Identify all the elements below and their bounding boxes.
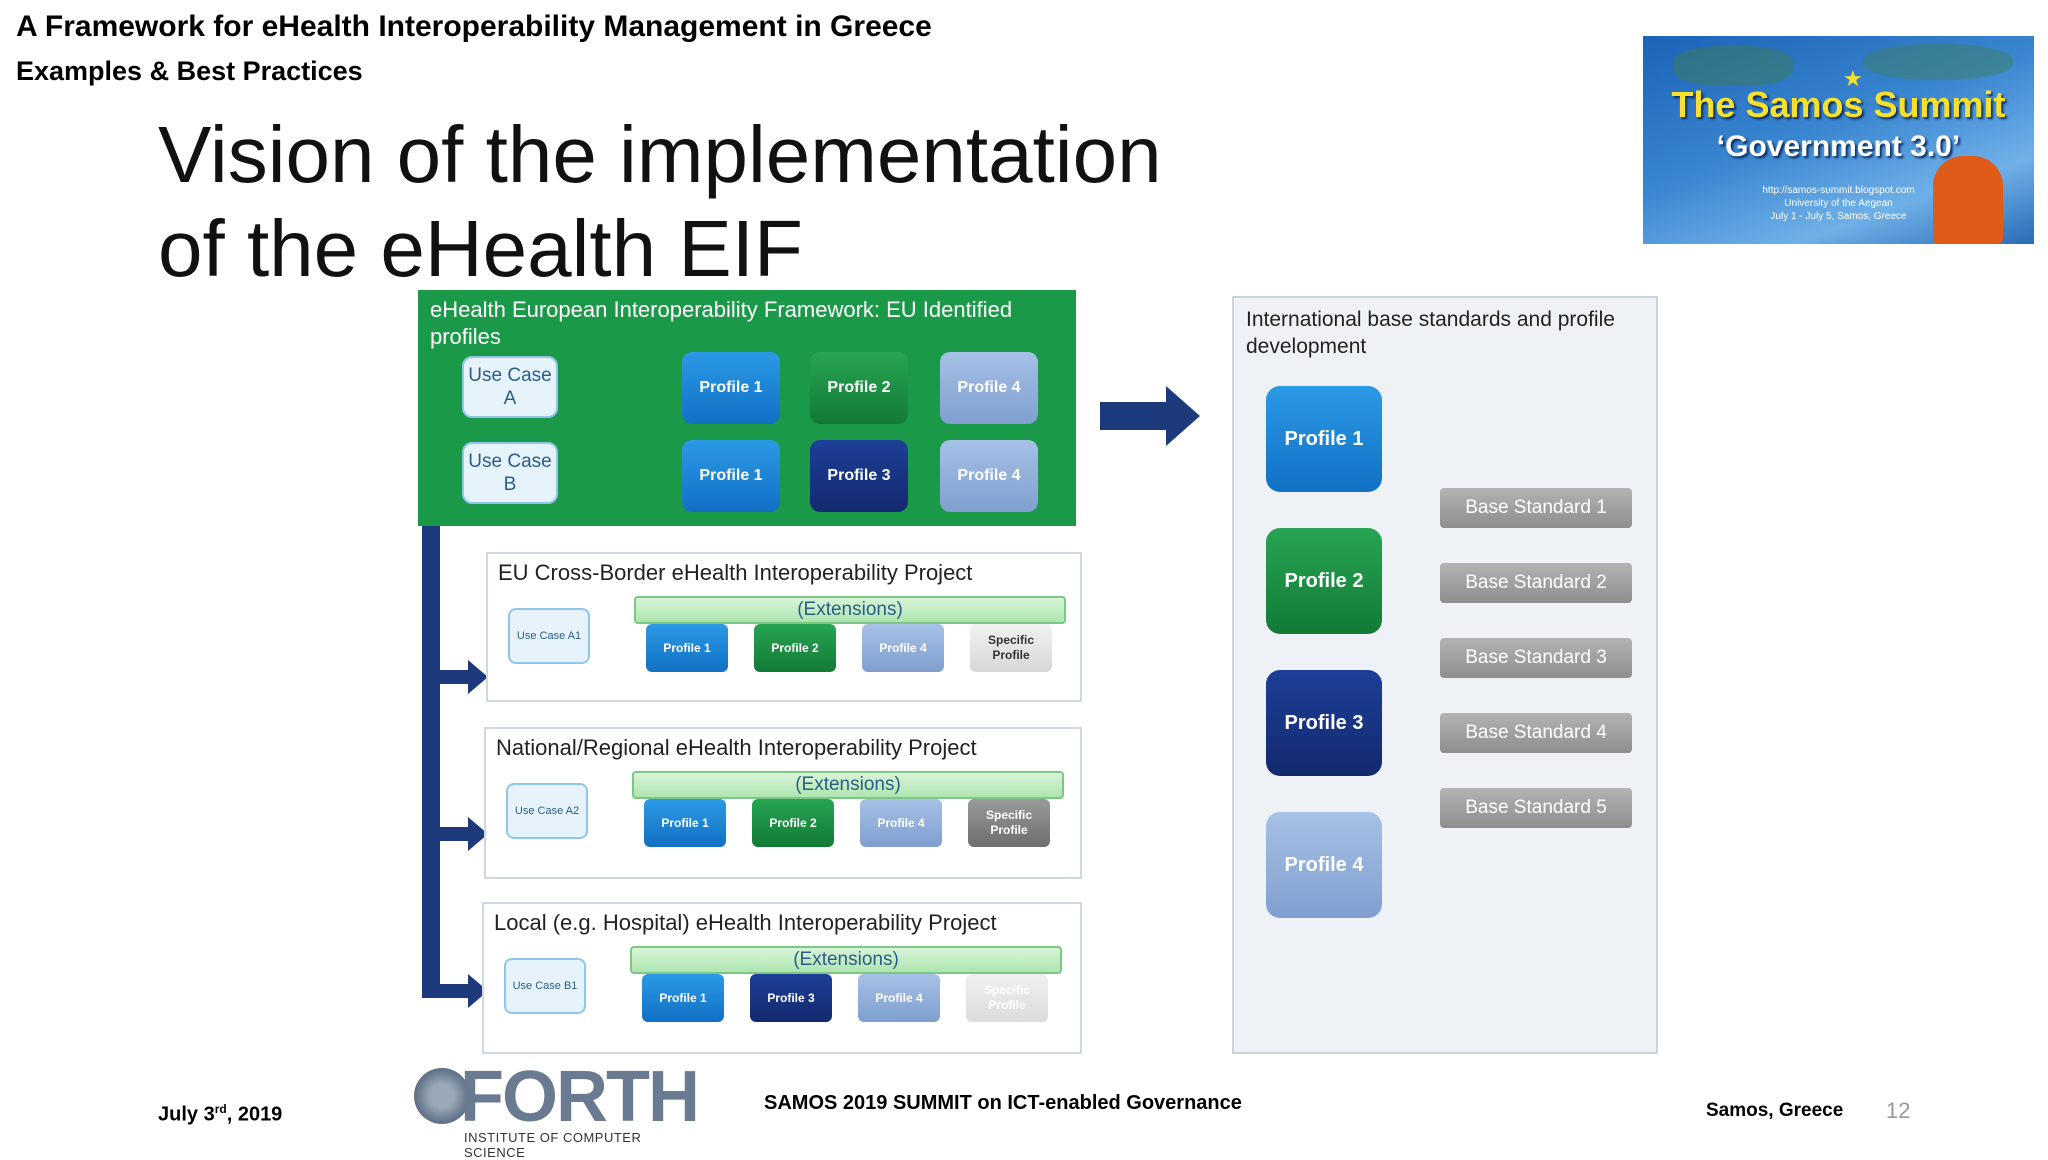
extensions-bar: (Extensions) xyxy=(634,596,1066,624)
extensions-bar: (Extensions) xyxy=(632,771,1064,799)
banner-url: http://samos-summit.blogspot.com xyxy=(1762,185,1915,196)
project-title: EU Cross-Border eHealth Interoperability… xyxy=(498,560,973,585)
forth-logo: FORTH INSTITUTE OF COMPUTER SCIENCE xyxy=(414,1057,700,1160)
samos-summit-banner: ★ The Samos Summit ‘Government 3.0’ http… xyxy=(1643,36,2034,244)
world-map-shape xyxy=(1863,44,2013,80)
base-standard-1: Base Standard 1 xyxy=(1440,488,1632,528)
profile-1-large: Profile 1 xyxy=(1266,386,1382,492)
presentation-subtitle: Examples & Best Practices xyxy=(16,56,363,86)
panel-title: International base standards and profile… xyxy=(1246,308,1615,358)
navy-branches xyxy=(422,660,488,1008)
banner-university: University of the Aegean xyxy=(1784,198,1893,209)
eif-box-title: eHealth European Interoperability Framew… xyxy=(430,297,1013,349)
slide-title-line-2: of the eHealth EIF xyxy=(158,204,803,293)
use-case-a1: Use Case A1 xyxy=(508,608,590,664)
profile-1-box: Profile 1 xyxy=(646,624,728,672)
footer-date-year: , 2019 xyxy=(226,1103,283,1126)
profile-3-box: Profile 3 xyxy=(750,974,832,1022)
international-standards-panel: International base standards and profile… xyxy=(1232,296,1658,1054)
banner-dates: July 1 - July 5, Samos, Greece xyxy=(1770,211,1907,222)
profile-4-box: Profile 4 xyxy=(860,799,942,847)
base-standard-4: Base Standard 4 xyxy=(1440,713,1632,753)
specific-profile-box: Specific Profile xyxy=(968,799,1050,847)
profile-1-box: Profile 1 xyxy=(642,974,724,1022)
footer-date: July 3rd, 2019 xyxy=(158,1102,282,1127)
footer-location: Samos, Greece xyxy=(1706,1100,1844,1121)
presentation-title: A Framework for eHealth Interoperability… xyxy=(16,10,932,43)
profile-3-large: Profile 3 xyxy=(1266,670,1382,776)
profile-4-box: Profile 4 xyxy=(862,624,944,672)
star-icon: ★ xyxy=(1843,66,1863,91)
slide-title: Vision of the implementation of the eHea… xyxy=(158,108,1162,296)
profile-2-box: Profile 2 xyxy=(752,799,834,847)
base-standard-5: Base Standard 5 xyxy=(1440,788,1632,828)
use-case-a: Use Case A xyxy=(462,356,558,418)
profile-1-box: Profile 1 xyxy=(644,799,726,847)
project-eu-cross-border: EU Cross-Border eHealth Interoperability… xyxy=(486,552,1082,702)
project-title: Local (e.g. Hospital) eHealth Interopera… xyxy=(494,910,997,935)
profile-2-box: Profile 2 xyxy=(754,624,836,672)
world-map-shape xyxy=(1673,46,1793,86)
profile-2-box: Profile 2 xyxy=(810,352,908,424)
use-case-a2: Use Case A2 xyxy=(506,783,588,839)
profile-1-box: Profile 1 xyxy=(682,440,780,512)
banner-details: http://samos-summit.blogspot.com Univers… xyxy=(1643,184,2034,223)
extensions-bar: (Extensions) xyxy=(630,946,1062,974)
forth-logo-subtitle: INSTITUTE OF COMPUTER SCIENCE xyxy=(464,1130,642,1160)
person-figure xyxy=(1933,156,2003,244)
forth-emblem-icon xyxy=(414,1068,470,1124)
specific-profile-box: Specific Profile xyxy=(966,974,1048,1022)
project-national-regional: National/Regional eHealth Interoperabili… xyxy=(484,727,1082,879)
profile-1-box: Profile 1 xyxy=(682,352,780,424)
footer-event: SAMOS 2019 SUMMIT on ICT-enabled Governa… xyxy=(764,1092,1242,1114)
profile-4-box: Profile 4 xyxy=(858,974,940,1022)
footer-date-suffix: rd xyxy=(214,1102,227,1116)
banner-title: The Samos Summit xyxy=(1671,84,2006,125)
eif-profiles-box: eHealth European Interoperability Framew… xyxy=(418,290,1076,526)
profile-3-box: Profile 3 xyxy=(810,440,908,512)
page-number: 12 xyxy=(1886,1098,1911,1123)
project-local-hospital: Local (e.g. Hospital) eHealth Interopera… xyxy=(482,902,1082,1054)
profile-4-box: Profile 4 xyxy=(940,352,1038,424)
use-case-b1: Use Case B1 xyxy=(504,958,586,1014)
navy-trunk xyxy=(422,526,440,998)
slide-title-line-1: Vision of the implementation xyxy=(158,110,1162,199)
profile-2-large: Profile 2 xyxy=(1266,528,1382,634)
big-navy-arrow xyxy=(1100,386,1200,446)
use-case-b: Use Case B xyxy=(462,442,558,504)
specific-profile-box: Specific Profile xyxy=(970,624,1052,672)
profile-4-large: Profile 4 xyxy=(1266,812,1382,918)
profile-4-box: Profile 4 xyxy=(940,440,1038,512)
forth-logo-word: FORTH xyxy=(460,1057,700,1137)
base-standard-3: Base Standard 3 xyxy=(1440,638,1632,678)
project-title: National/Regional eHealth Interoperabili… xyxy=(496,735,977,760)
banner-subtitle: ‘Government 3.0’ xyxy=(1716,130,1961,163)
footer-date-day: July 3 xyxy=(158,1103,215,1126)
base-standard-2: Base Standard 2 xyxy=(1440,563,1632,603)
